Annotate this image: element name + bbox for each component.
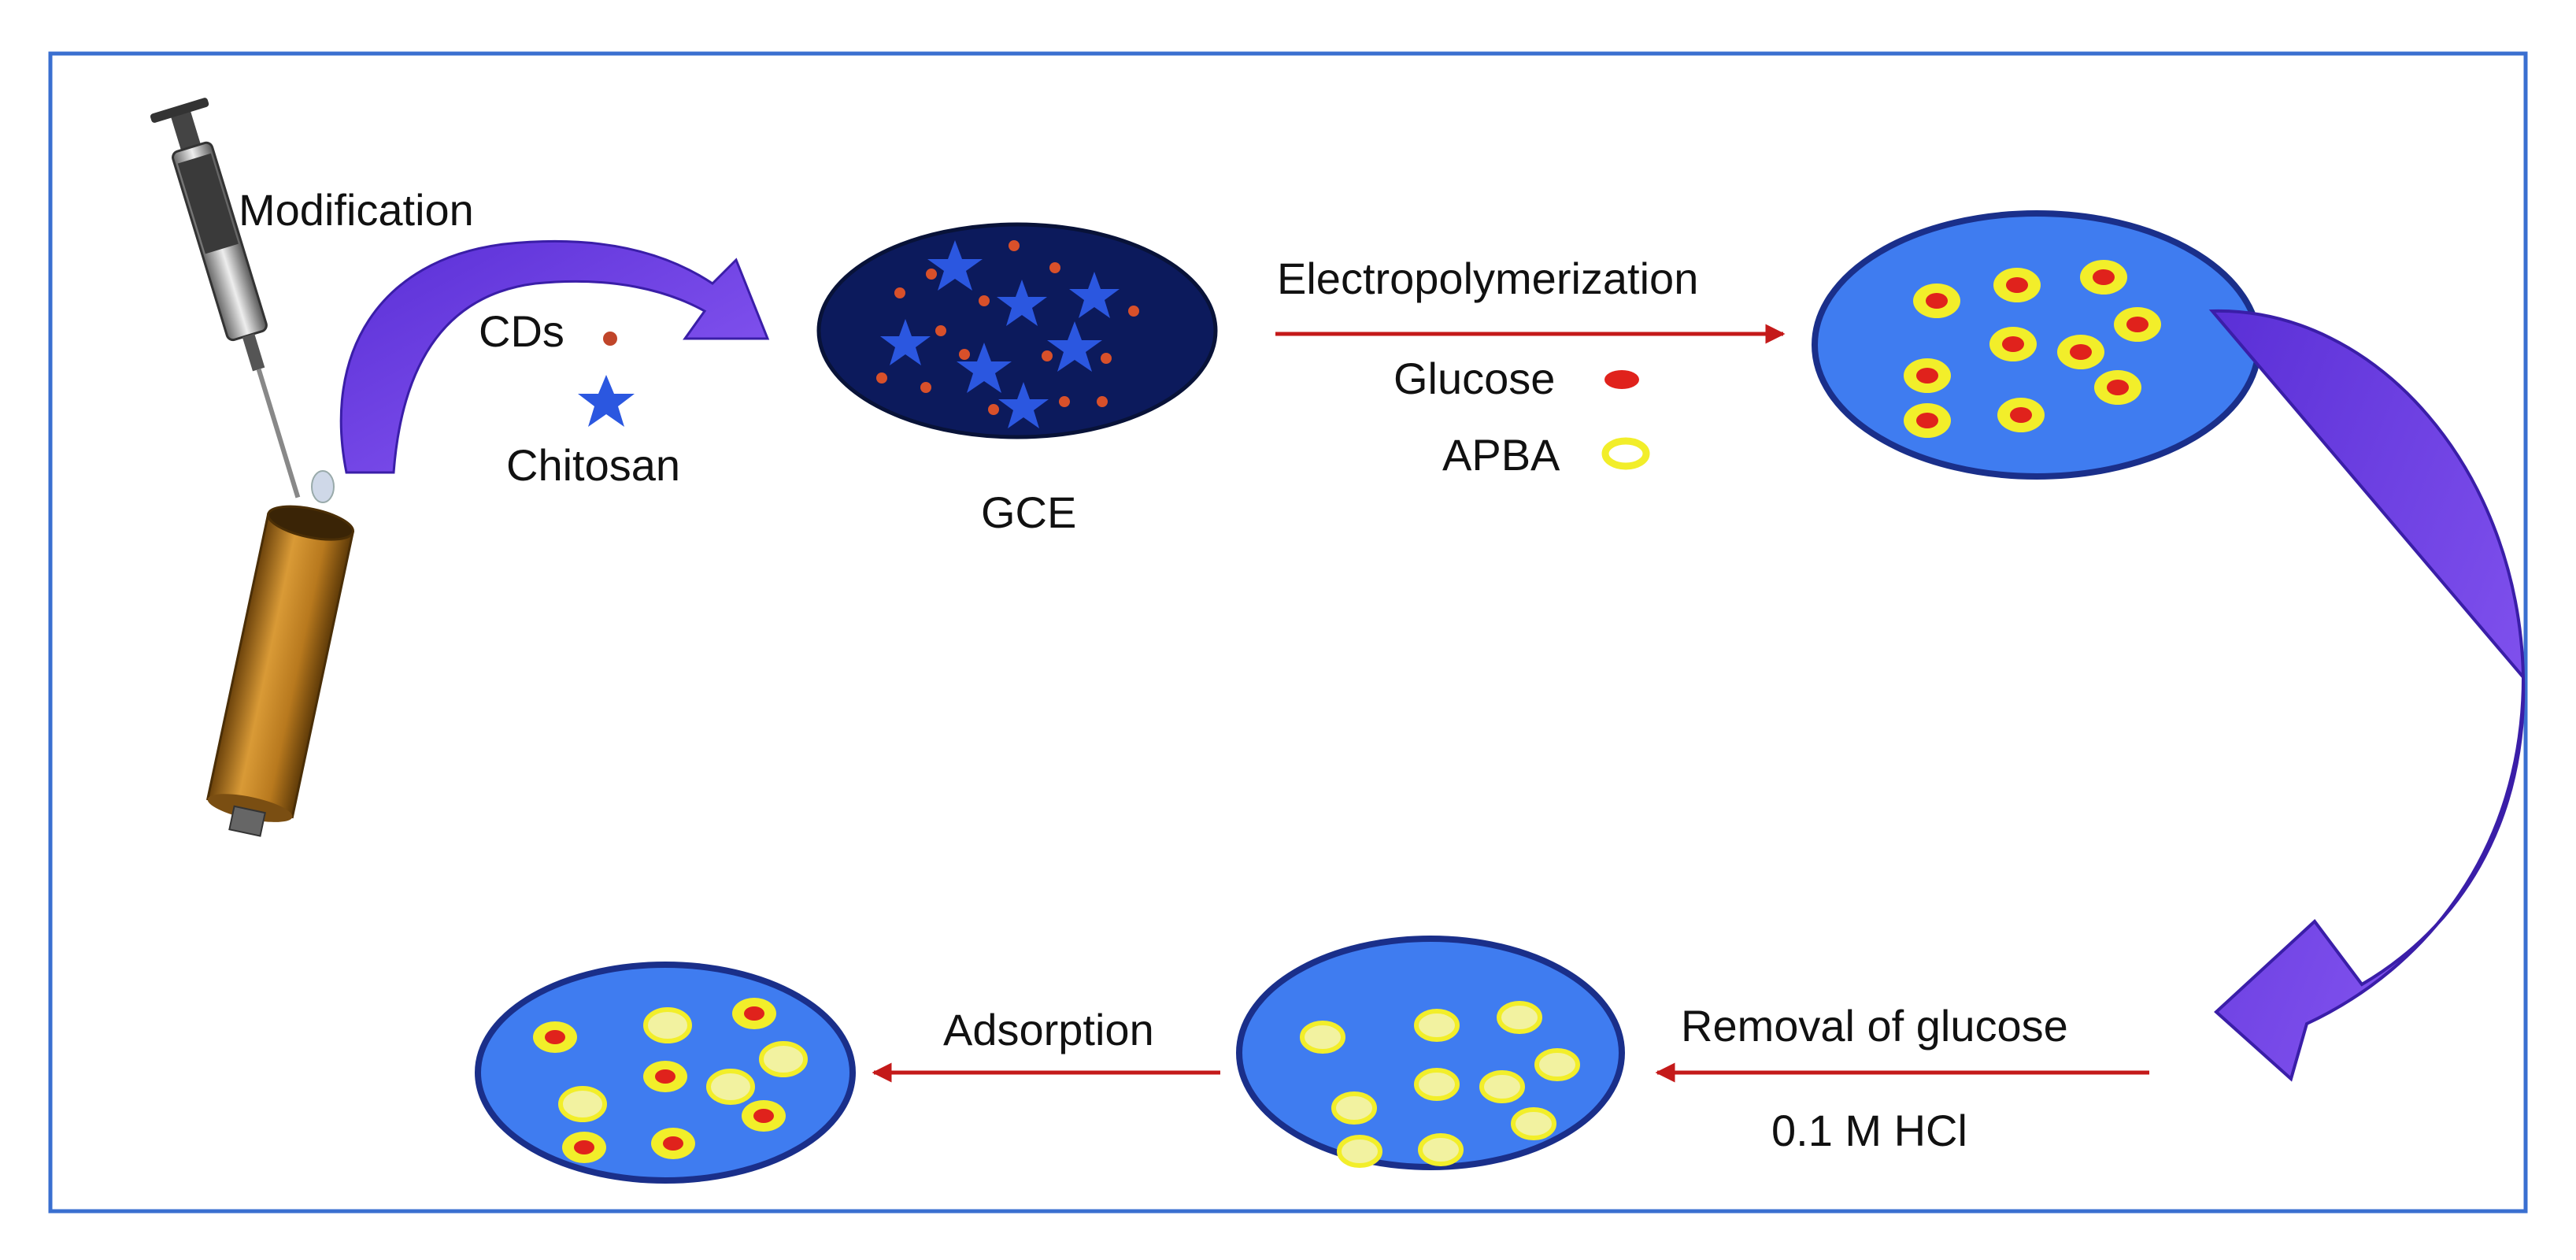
empty-cavity-icons (1300, 1001, 1580, 1168)
modification-label: Modification (239, 185, 474, 235)
glucose-label: Glucose (1393, 354, 1555, 403)
adsorption-label: Adsorption (943, 1005, 1154, 1054)
gce-stars (880, 240, 1120, 428)
cd-dot-icon (603, 332, 617, 346)
imprinted-electrode (1812, 210, 2262, 480)
apba-label: APBA (1442, 430, 1560, 480)
rebound-imprint-icons (533, 998, 808, 1163)
gce-cd-dots (876, 240, 1139, 415)
removal-label: Removal of glucose (1681, 1001, 2068, 1051)
rebound-electrode (475, 962, 856, 1184)
droplet-icon (311, 470, 335, 503)
gce-label: GCE (981, 487, 1076, 537)
glucose-icon (1604, 370, 1639, 389)
chitosan-label: Chitosan (506, 440, 680, 490)
gce-electrode (816, 222, 1218, 439)
right-curved-arrow-icon (2208, 309, 2526, 1082)
removed-electrode (1236, 936, 1625, 1170)
cds-label: CDs (479, 306, 564, 356)
syringe-icon (150, 98, 301, 498)
curved-arrow-icon (339, 239, 770, 474)
diagram-frame (48, 51, 2528, 1214)
electrode-rod-icon (205, 505, 355, 837)
imprint-icons (1904, 260, 2161, 438)
star-icon (578, 375, 635, 427)
electropolymerization-label: Electropolymerization (1277, 254, 1698, 303)
hcl-label: 0.1 M HCl (1771, 1106, 1967, 1155)
apba-icon (1601, 437, 1650, 470)
